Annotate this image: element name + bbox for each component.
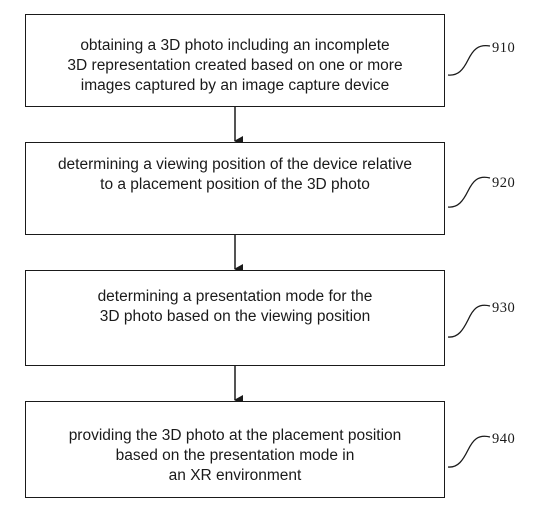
step-box-910: obtaining a 3D photo including an incomp…: [25, 14, 445, 107]
step-text-930: determining a presentation mode for the …: [97, 288, 373, 325]
leader-940: [447, 435, 491, 468]
step-text-910: obtaining a 3D photo including an incomp…: [67, 37, 403, 94]
leader-910: [447, 44, 491, 76]
step-box-940: providing the 3D photo at the placement …: [25, 401, 445, 498]
step-text-940: providing the 3D photo at the placement …: [68, 427, 402, 484]
leader-920: [447, 176, 491, 208]
ref-label-910: 910: [492, 40, 516, 56]
step-box-920: determining a viewing position of the de…: [25, 142, 445, 235]
leader-930: [447, 304, 491, 338]
step-text-920: determining a viewing position of the de…: [57, 156, 413, 193]
ref-label-930: 930: [492, 300, 516, 316]
step-box-930: determining a presentation mode for the …: [25, 270, 445, 366]
ref-label-940: 940: [492, 431, 516, 447]
ref-label-920: 920: [492, 175, 516, 191]
